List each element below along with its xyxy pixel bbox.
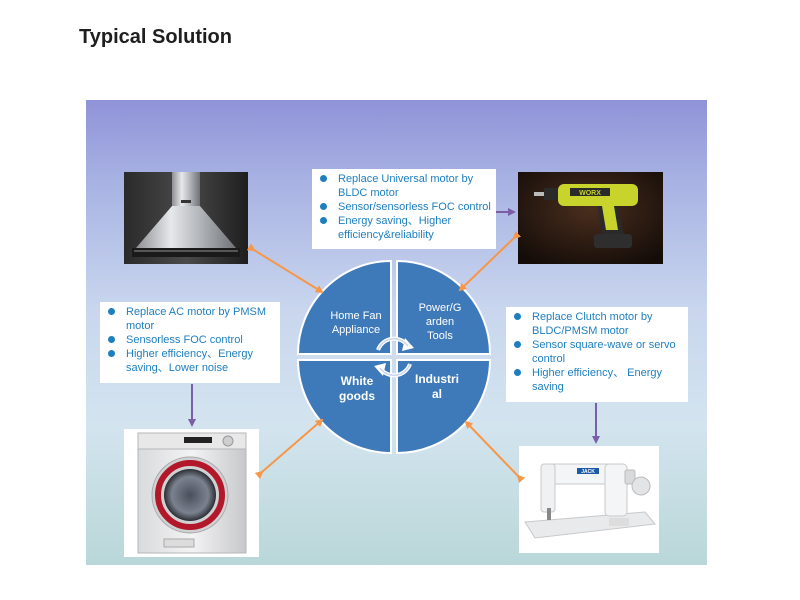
box-text: motor — [126, 320, 155, 332]
sewing-brand: JACK — [581, 469, 595, 475]
quadrant-text: arden — [425, 316, 455, 328]
box-text: Replace Universal motor by — [338, 173, 474, 185]
list-item: Replace Universal motor by BLDC motor — [316, 172, 492, 200]
quadrant-text: Industri — [415, 372, 459, 386]
home-appliance-box: Replace AC motor by PMSM motor Sensorless… — [100, 302, 280, 383]
list-item: Sensorless FOC control — [104, 333, 276, 347]
range-hood-image — [124, 172, 248, 264]
drill-image: WORX — [518, 172, 663, 264]
power-tools-box: Replace Universal motor by BLDC motor Sen… — [312, 169, 496, 249]
list-item: Higher efficiency、Energy saving、Lower noi… — [104, 347, 276, 375]
quadrant-text: al — [431, 387, 442, 401]
washing-machine-photo — [124, 429, 259, 557]
bullet-icon — [514, 313, 521, 320]
label-white-goods: White goods — [322, 374, 392, 404]
industrial-box: Replace Clutch motor by BLDC/PMSM motor S… — [506, 307, 688, 402]
box-text: Higher efficiency、Energy — [126, 348, 253, 360]
drill-brand: WORX — [579, 190, 601, 197]
sewing-machine-photo: JACK — [519, 446, 659, 553]
list-item: Higher efficiency、 Energy saving — [510, 366, 684, 394]
box-text: Sensor/sensorless FOC control — [338, 201, 491, 213]
bullet-icon — [514, 341, 521, 348]
list-item: Energy saving、Higher efficiency&reliabili… — [316, 214, 492, 242]
quadrant-text: White — [340, 374, 374, 388]
sewing-machine-image: JACK — [519, 446, 659, 553]
quadrant-text: goods — [339, 389, 375, 403]
list-item: Sensor square-wave or servo control — [510, 338, 684, 366]
label-home-fan-appliance: Home Fan Appliance — [320, 309, 392, 337]
box-text: saving — [532, 381, 564, 393]
drill-photo: WORX — [518, 172, 663, 264]
quadrant-text: Appliance — [331, 324, 381, 336]
bullet-icon — [108, 350, 115, 357]
quadrant-text: Home Fan — [330, 310, 382, 322]
bullet-icon — [108, 336, 115, 343]
range-hood-photo — [124, 172, 248, 264]
box-text: BLDC/PMSM motor — [532, 325, 629, 337]
bullet-icon — [320, 217, 327, 224]
label-industrial: Industri al — [404, 372, 470, 402]
box-text: efficiency&reliability — [338, 229, 434, 241]
list-item: Sensor/sensorless FOC control — [316, 200, 492, 214]
page-title: Typical Solution — [79, 26, 232, 48]
list-item: Replace AC motor by PMSM motor — [104, 305, 276, 333]
bullet-icon — [514, 369, 521, 376]
box-text: Higher efficiency、 Energy — [532, 367, 663, 379]
quadrant-text: Tools — [427, 330, 453, 342]
box-text: control — [532, 353, 566, 365]
label-power-garden-tools: Power/G arden Tools — [405, 301, 475, 343]
bullet-icon — [320, 203, 327, 210]
quadrant-text: Power/G — [418, 302, 462, 314]
box-text: Replace AC motor by PMSM — [126, 306, 266, 318]
box-text: Sensor square-wave or servo — [532, 339, 676, 351]
box-text: Sensorless FOC control — [126, 334, 243, 346]
box-text: Energy saving、Higher — [338, 215, 452, 227]
washing-machine-image — [124, 429, 259, 557]
box-text: saving、Lower noise — [126, 362, 229, 374]
bullet-icon — [108, 308, 115, 315]
box-text: Replace Clutch motor by — [532, 311, 653, 323]
bullet-icon — [320, 175, 327, 182]
box-text: BLDC motor — [338, 187, 399, 199]
list-item: Replace Clutch motor by BLDC/PMSM motor — [510, 310, 684, 338]
